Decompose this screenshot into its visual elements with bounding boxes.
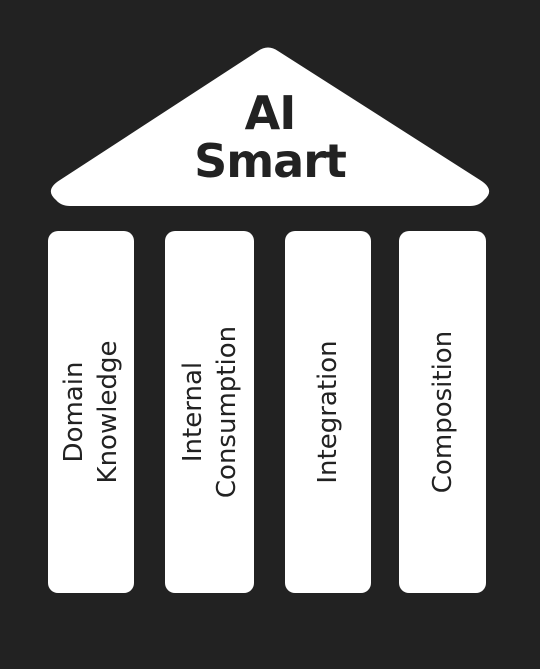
pillar-label-line: Composition bbox=[427, 330, 458, 494]
pillar-label: Composition bbox=[426, 247, 460, 577]
pillar-composition: Composition bbox=[399, 231, 486, 593]
roof-title-line-1: AI bbox=[244, 86, 297, 140]
pillar-label: Integration bbox=[311, 247, 345, 577]
pillar-label-line: Knowledge bbox=[93, 340, 123, 484]
pillar-label: Internal Consumption bbox=[176, 247, 244, 577]
pillar-label-line: Integration bbox=[313, 340, 343, 484]
roof-triangle bbox=[50, 47, 490, 206]
pillar-label-line: Consumption bbox=[211, 325, 242, 499]
pillar-label-line: Domain bbox=[59, 361, 89, 463]
pillar-domain-knowledge: Domain Knowledge bbox=[48, 231, 134, 593]
pillar-label: Domain Knowledge bbox=[57, 247, 125, 577]
pillar-label-line: Internal bbox=[177, 361, 208, 463]
roof-title-line-2: Smart bbox=[194, 134, 347, 188]
pillar-integration: Integration bbox=[285, 231, 371, 593]
pillar-internal-consumption: Internal Consumption bbox=[165, 231, 254, 593]
